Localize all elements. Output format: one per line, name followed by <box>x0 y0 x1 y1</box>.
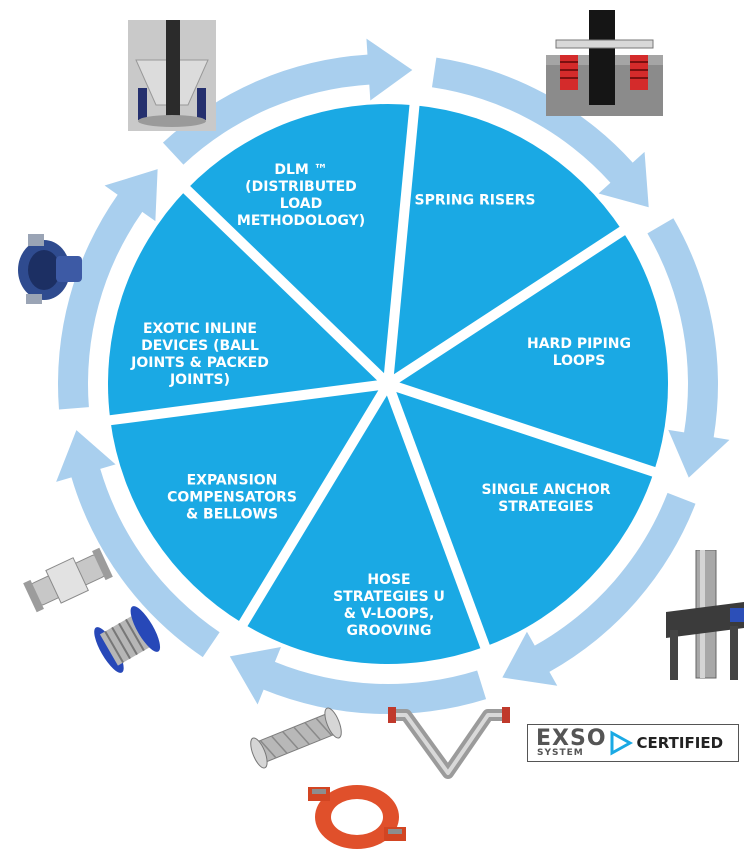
segment-label-dlm: DLM ™ (DISTRIBUTED LOAD METHODOLOGY) <box>236 162 366 229</box>
segment-hard-piping-loops <box>388 230 668 472</box>
divider-line <box>383 100 420 385</box>
segment-label-exotic-inline-devices: EXOTIC INLINE DEVICES (BALL JOINTS & PAC… <box>131 321 269 388</box>
spring-riser-photo <box>546 10 663 116</box>
segment-label-hard-piping-loops: HARD PIPING LOOPS <box>527 336 631 369</box>
cycle-segments <box>108 103 668 664</box>
v-loop-hose-photo <box>388 707 510 779</box>
divider-line <box>180 183 392 388</box>
single-anchor-photo <box>666 550 744 680</box>
bellows-photo <box>94 606 161 673</box>
exso-certified-badge: EXSO SYSTEM CERTIFIED <box>527 724 739 762</box>
arrow-expansion-compensators <box>56 430 220 658</box>
dlm-column-support-photo <box>128 20 216 131</box>
segment-dlm <box>186 103 415 384</box>
segment-expansion-compensators <box>110 384 388 624</box>
segment-label-single-anchor: SINGLE ANCHOR STRATEGIES <box>481 482 611 515</box>
cycle-dividers <box>105 100 660 653</box>
ball-joint-photo <box>18 234 82 304</box>
segment-label-spring-risers: SPRING RISERS <box>414 192 536 209</box>
arrow-hose-strategies <box>229 647 487 714</box>
segment-single-anchor <box>388 384 654 647</box>
divider-line <box>383 382 492 653</box>
arrow-spring-risers <box>431 57 649 208</box>
badge-brand-top: EXSO <box>536 725 607 751</box>
divider-line <box>385 224 629 389</box>
cycle-arrows <box>56 38 730 714</box>
badge-brand-bottom: SYSTEM <box>537 747 584 758</box>
arrow-hard-piping-loops <box>647 218 730 478</box>
divider-line <box>386 379 660 478</box>
segment-spring-risers <box>388 105 623 384</box>
divider-line <box>236 381 393 630</box>
arrow-exotic-inline-devices <box>57 169 158 410</box>
badge-play-icon <box>610 730 633 756</box>
arrow-single-anchor <box>502 492 696 686</box>
arrow-dlm <box>162 38 413 165</box>
segment-label-expansion-compensators: EXPANSION COMPENSATORS & BELLOWS <box>167 472 297 523</box>
badge-certified-text: CERTIFIED <box>636 734 724 752</box>
segment-exotic-inline-devices <box>108 189 388 421</box>
segment-hose-strategies <box>243 384 486 664</box>
expansion-compensator-photo <box>23 547 113 613</box>
divider-line <box>105 379 389 426</box>
braided-hose-photo <box>250 707 342 769</box>
grooved-coupling-photo <box>308 785 406 849</box>
segment-label-hose-strategies: HOSE STRATEGIES U & V-LOOPS, GROOVING <box>333 572 445 639</box>
